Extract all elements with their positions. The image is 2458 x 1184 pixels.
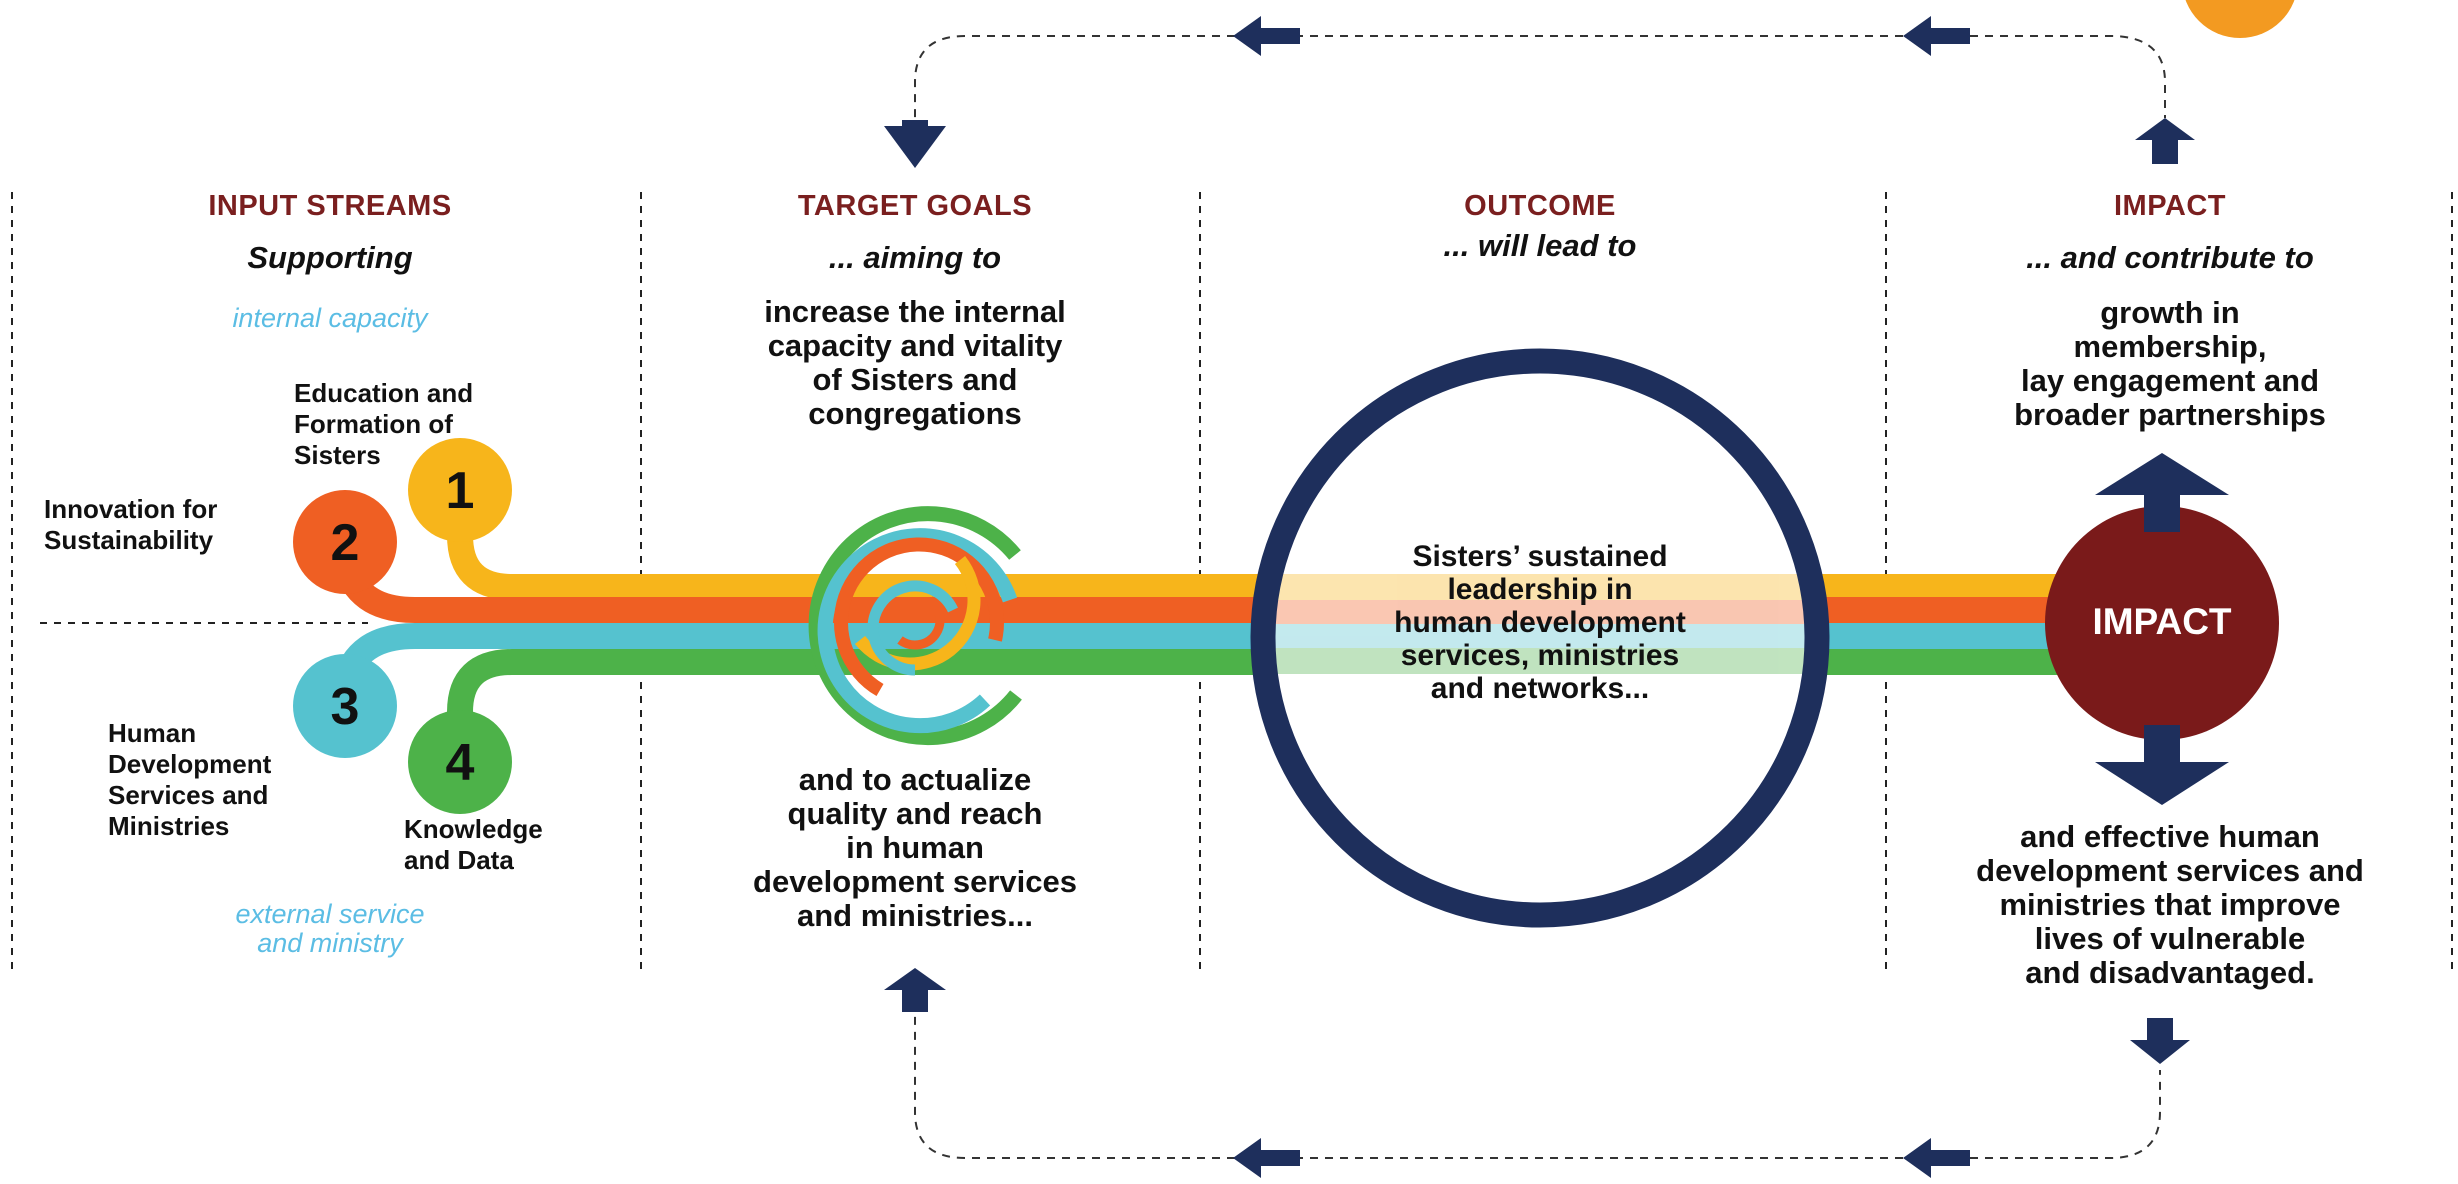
stream-3-label: Human Development Services and Ministrie… — [108, 718, 272, 841]
arrow-up-icon — [2095, 453, 2229, 495]
impact-growth-text: growth in membership, lay engagement and… — [2014, 295, 2326, 432]
arrow-left-icon — [1903, 16, 1970, 56]
outcome-heading: OUTCOME — [1464, 190, 1616, 222]
corner-accent-circle — [2185, 0, 2295, 38]
stream-4-label: Knowledge and Data — [404, 814, 543, 875]
arrow-left-icon — [1233, 16, 1300, 56]
outcome-text: Sisters’ sustained leadership in human d… — [1394, 540, 1686, 705]
target-goal-external: and to actualize quality and reach in hu… — [753, 762, 1077, 933]
arrow-down-icon — [884, 126, 946, 168]
target-goals-heading: TARGET GOALS — [797, 190, 1033, 222]
stream-4-bubble — [408, 710, 512, 814]
arrow-left-icon — [1233, 1138, 1300, 1178]
impact-subheading: ... and contribute to — [2026, 240, 2314, 275]
impact-badge — [2045, 506, 2279, 740]
stream-2-bubble — [293, 490, 397, 594]
input-streams-heading: INPUT STREAMS — [208, 190, 452, 222]
feedback-arrows — [884, 16, 2195, 1178]
stream-1-number: 1 — [446, 462, 475, 520]
stream-2-label: Innovation for Sustainability — [44, 494, 218, 555]
impact-heading: IMPACT — [2113, 190, 2226, 222]
impact-arrows — [2095, 453, 2229, 805]
spiral-symbol — [808, 506, 1022, 746]
target-goal-internal: increase the internal capacity and vital… — [764, 294, 1066, 431]
target-goals-subheading: ... aiming to — [828, 240, 1002, 275]
arrow-up-icon — [2135, 118, 2195, 140]
arrow-down-icon — [2095, 762, 2229, 805]
stream-2-number: 2 — [331, 514, 360, 572]
outcome-subheading: ... will lead to — [1443, 228, 1637, 263]
column-dividers — [11, 192, 2453, 972]
external-service-label: external service and ministry — [235, 899, 425, 958]
arrow-up-icon — [884, 968, 946, 990]
stream-4-line — [447, 649, 2090, 742]
impact-badge-label: IMPACT — [2092, 601, 2231, 642]
stream-1-bubble — [408, 438, 512, 542]
stream-3-bubble — [293, 654, 397, 758]
internal-capacity-label: internal capacity — [232, 303, 428, 333]
outcome-circle — [1250, 348, 1830, 928]
impact-effective-text: and effective human development services… — [1976, 819, 2364, 990]
stream-bubbles — [293, 438, 512, 814]
feedback-loop-lines — [914, 35, 2166, 1159]
stream-3-number: 3 — [331, 678, 360, 736]
arrow-down-icon — [2130, 1040, 2190, 1064]
stream-4-number: 4 — [446, 734, 475, 792]
stream-1-label: Education and Formation of Sisters — [294, 378, 474, 470]
arrow-left-icon — [1903, 1138, 1970, 1178]
input-streams-subheading: Supporting — [247, 240, 413, 275]
